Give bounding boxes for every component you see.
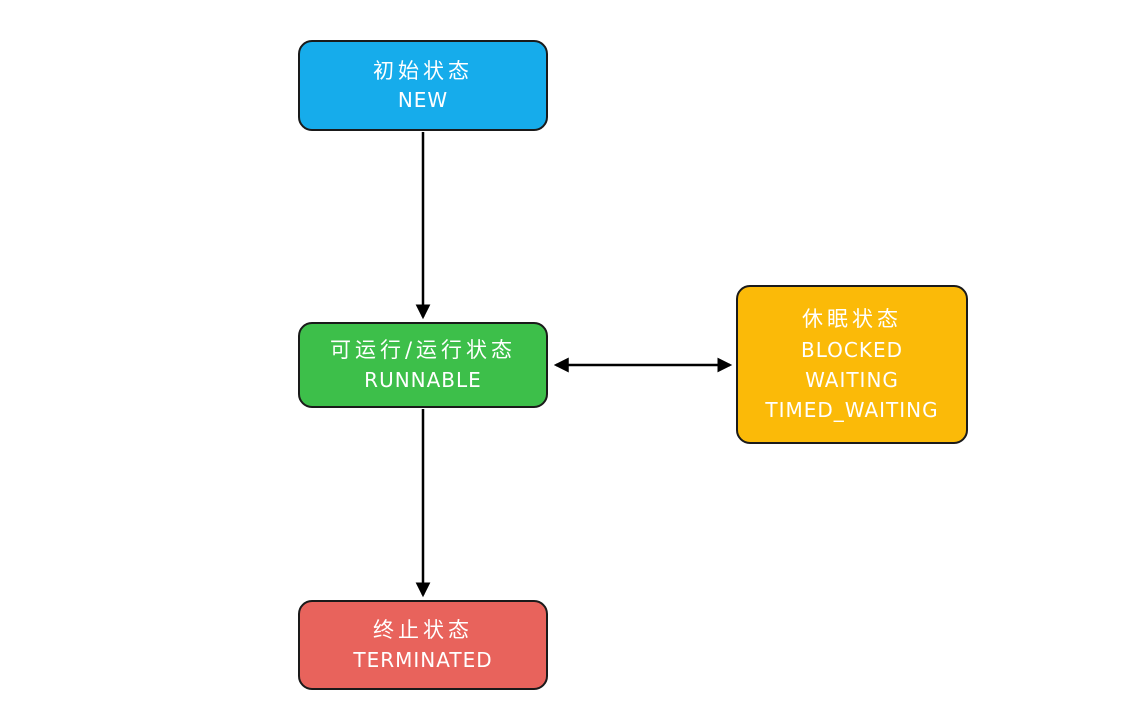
state-new-label-en: NEW (397, 88, 449, 113)
state-runnable-label-en: RUNNABLE (364, 367, 482, 392)
state-sleep-label-blocked: BLOCKED (800, 338, 903, 363)
state-node-terminated: 终止状态 TERMINATED (298, 600, 548, 690)
state-new-label-zh: 初始状态 (373, 58, 473, 83)
state-terminated-label-zh: 终止状态 (373, 618, 473, 643)
state-sleep-label-zh: 休眠状态 (802, 306, 902, 331)
state-sleep-label-waiting: WAITING (805, 368, 899, 393)
state-node-new: 初始状态 NEW (298, 40, 548, 131)
state-runnable-label-zh: 可运行/运行状态 (329, 338, 517, 363)
state-node-runnable: 可运行/运行状态 RUNNABLE (298, 322, 548, 408)
state-node-sleep: 休眠状态 BLOCKED WAITING TIMED_WAITING (736, 285, 968, 444)
state-sleep-label-timed-waiting: TIMED_WAITING (765, 398, 939, 423)
state-terminated-label-en: TERMINATED (353, 647, 493, 672)
